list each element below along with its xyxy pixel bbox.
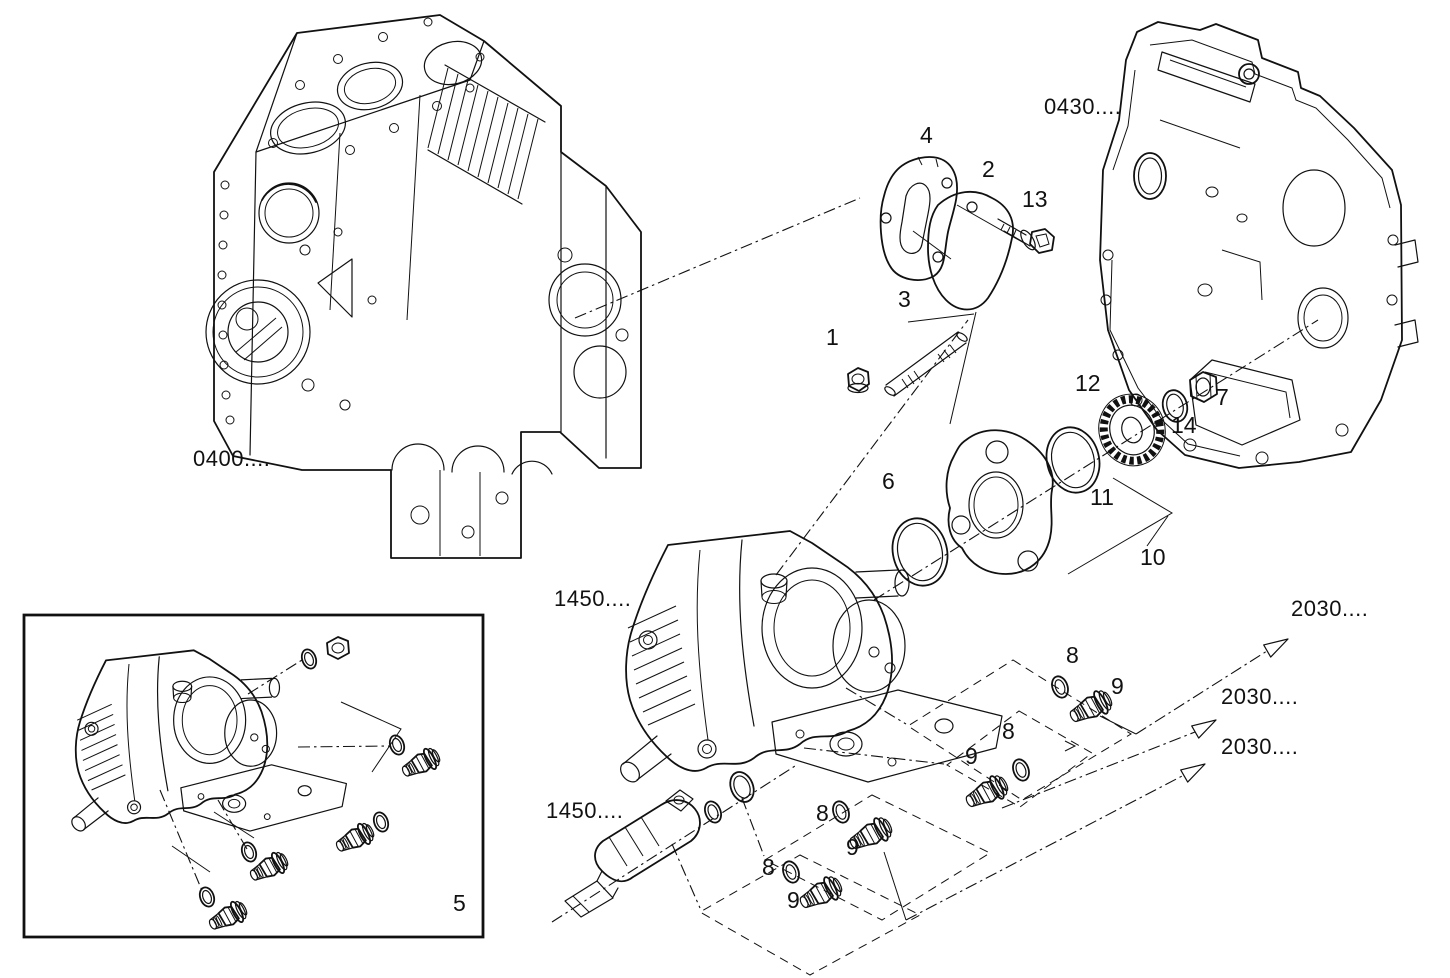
ref-label-regulator: 1450.... bbox=[546, 798, 624, 823]
inset-box bbox=[24, 615, 483, 937]
stud-part-3 bbox=[883, 331, 968, 397]
kit-10-bracket bbox=[1068, 478, 1172, 574]
callout-8-c: 8 bbox=[816, 800, 829, 826]
kit-reference-arrows bbox=[884, 639, 1288, 920]
callout-5: 5 bbox=[453, 890, 466, 916]
callout-4: 4 bbox=[920, 122, 933, 148]
ref-label-timing-case: 0430.... bbox=[1044, 94, 1122, 119]
nut-part-1 bbox=[848, 368, 869, 393]
oring-part-6 bbox=[886, 512, 955, 591]
ref-label-pump: 1450.... bbox=[554, 586, 632, 611]
callout-1: 1 bbox=[826, 324, 839, 350]
callout-3: 3 bbox=[898, 286, 911, 312]
callout-14: 14 bbox=[1171, 412, 1197, 438]
callout-8-a: 8 bbox=[1066, 642, 1079, 668]
callout-9-d: 9 bbox=[787, 887, 800, 913]
callout-9-c: 9 bbox=[846, 834, 859, 860]
callout-10: 10 bbox=[1140, 544, 1166, 570]
callout-12: 12 bbox=[1075, 370, 1101, 396]
gasket-part-4 bbox=[881, 157, 957, 280]
callout-7: 7 bbox=[1216, 384, 1229, 410]
callout-13: 13 bbox=[1022, 186, 1048, 212]
ref-label-kit-bottom: 2030.... bbox=[1221, 734, 1299, 759]
cover-plate-part-2 bbox=[928, 192, 1013, 310]
leader-lines bbox=[552, 198, 1318, 922]
regulator-drawing bbox=[565, 767, 759, 917]
inset-leader-lines bbox=[160, 660, 401, 893]
flange-plate-drawing bbox=[947, 430, 1053, 574]
inset-pump-drawing bbox=[68, 649, 348, 835]
engine-block-drawing bbox=[206, 15, 641, 558]
callout-11: 11 bbox=[1090, 484, 1114, 510]
callout-6: 6 bbox=[882, 468, 895, 494]
ref-label-kit-top: 2030.... bbox=[1291, 596, 1369, 621]
ref-label-kit-mid: 2030.... bbox=[1221, 684, 1299, 709]
callout-9-a: 9 bbox=[1111, 673, 1124, 699]
callout-8-b: 8 bbox=[1002, 718, 1015, 744]
timing-case-drawing bbox=[1100, 22, 1418, 468]
callout-2: 2 bbox=[982, 156, 995, 182]
inset-fittings bbox=[196, 637, 445, 937]
oring-part-11 bbox=[1040, 422, 1106, 499]
kit-outlines bbox=[700, 660, 1131, 975]
washer-part-14 bbox=[1159, 388, 1190, 425]
callout-8-d: 8 bbox=[762, 854, 775, 880]
nut-part-7 bbox=[1190, 372, 1217, 402]
gear-part-12 bbox=[1090, 386, 1173, 473]
bolt-part-13 bbox=[998, 219, 1054, 253]
ref-label-engine-block: 0400.... bbox=[193, 446, 271, 471]
callout-9-b: 9 bbox=[965, 743, 978, 769]
